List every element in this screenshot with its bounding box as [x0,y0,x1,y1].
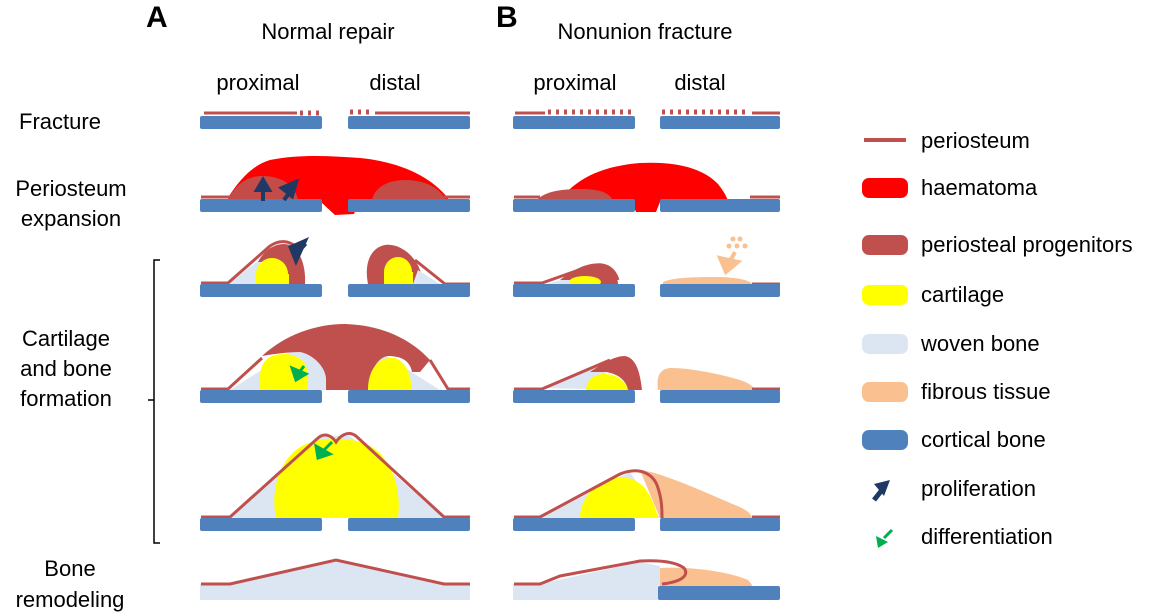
row-label-periosteum-expansion-line2: expansion [20,206,122,231]
cortical-bone-b6-distal [658,586,780,600]
periosteum-a4 [201,356,470,391]
panel-b-distal-label: distal [674,70,726,95]
fibrous-arrow-icon [716,251,743,276]
cortical-bone-a-proximal-2 [200,199,322,212]
row-label-remodeling-line1: Bone [44,556,96,581]
cortical-bone-b-distal [660,116,780,129]
panel-a-distal-label: distal [369,70,421,95]
panel-b-proximal-label: proximal [533,70,617,95]
cartilage-swatch [862,285,908,305]
haematoma-swatch [862,178,908,198]
differentiation-arrow-icon-a5 [314,440,334,460]
cortical-bone-a-distal-2 [348,199,470,212]
fibrous-tissue-b3 [663,277,752,284]
row-early-cartilage-a [200,237,470,297]
periosteum-b6 [514,559,688,586]
row-label-periosteum-expansion-line1: Periosteum [15,176,127,201]
panel-a-letter: A [146,1,168,34]
row-fracture-a [200,109,470,129]
woven-bone-a3-distal [413,270,440,284]
periosteum-b3 [514,263,620,285]
proliferation-arrow-icon [872,480,890,502]
cortical-bone-a5-proximal [200,518,322,531]
differentiation-arrow-icon-a4 [289,365,310,383]
cortical-bone-a-proximal [200,116,322,129]
panel-b-letter: B [496,1,518,34]
row-label-cartilage-line2: and bone [20,356,112,381]
cortical-bone-b5-proximal [513,518,635,531]
legend-label: differentiation [921,524,1053,549]
row-advanced-a [200,432,470,531]
row-label-cartilage-line3: formation [20,386,112,411]
legend-label: proliferation [921,476,1036,501]
cartilage-stage-bracket [148,259,160,544]
row-cartilage-a [200,324,470,403]
cortical-bone-b4-proximal [513,390,635,403]
cortical-bone-a5-distal [348,518,470,531]
panel-a-proximal-label: proximal [216,70,300,95]
progenitors-a4 [262,324,430,390]
cortical-bone-b5-distal [660,518,780,531]
woven-bone-b6 [513,562,660,600]
woven-bone-swatch [862,334,908,354]
woven-bone-a6 [200,560,470,600]
legend-label: woven bone [921,331,1040,356]
row-early-cartilage-b [513,236,780,297]
fibrous-tissue-b5 [640,470,752,518]
cartilage-a5 [274,438,399,518]
row-label-remodeling-line2: remodeling [15,587,125,612]
row-fracture-b [513,109,780,129]
differentiation-arrow-icon [876,528,894,548]
fibrous-cells-dots [726,236,748,249]
periosteum-a5 [201,432,470,519]
legend-label: cortical bone [921,427,1046,452]
progenitors-swatch [862,235,908,255]
panel-a-title: Normal repair [261,19,395,44]
proliferation-arrow-icon-a1 [253,176,273,201]
cartilage-b5 [580,477,658,518]
cortical-bone-a3-distal [348,284,470,297]
row-label-cartilage-line1: Cartilage [21,326,111,351]
row-remodeling-a [200,558,470,600]
progenitors-a-distal [372,180,446,200]
cortical-bone-swatch [862,430,908,450]
cartilage-b4 [586,374,628,390]
row-label-fracture: Fracture [19,109,101,134]
legend-label: periosteum [921,128,1030,153]
legend-label: fibrous tissue [921,379,1051,404]
cortical-bone-b4-distal [660,390,780,403]
cortical-bone-a3-proximal [200,284,322,297]
cortical-bone-a-distal [348,116,470,129]
fibrous-tissue-swatch [862,382,908,402]
row-advanced-b [513,469,780,531]
fibrous-tissue-b4 [657,368,754,390]
cartilage-a3-distal-fill [384,272,413,284]
row-remodeling-b [513,559,780,600]
row-expansion-a [200,156,470,215]
row-expansion-b [513,162,780,212]
legend-label: haematoma [921,175,1038,200]
periosteum-a6 [201,558,470,586]
proliferation-arrow-icon-a2 [278,178,300,202]
legend-label: cartilage [921,282,1005,307]
cartilage-a3-fill [256,274,289,284]
periosteum-b4 [514,358,611,391]
cortical-bone-b-distal-2 [660,199,780,212]
row-cartilage-b [513,356,780,403]
cortical-bone-a4-proximal [200,390,322,403]
legend-label: periosteal progenitors [921,232,1133,257]
progenitors-b [538,189,612,199]
cartilage-a4-distal [368,357,412,390]
cortical-bone-b3-proximal [513,284,635,297]
proliferation-arrow-icon-a3 [288,237,309,266]
fibrous-tissue-b6 [660,567,752,586]
cortical-bone-a4-distal [348,390,470,403]
periosteum-line [864,138,906,142]
panel-b-title: Nonunion fracture [557,19,733,44]
cortical-bone-b-proximal [513,116,635,129]
periosteum-b5 [514,469,664,519]
cortical-bone-b3-distal [660,284,780,297]
cortical-bone-b-proximal-2 [513,199,635,212]
